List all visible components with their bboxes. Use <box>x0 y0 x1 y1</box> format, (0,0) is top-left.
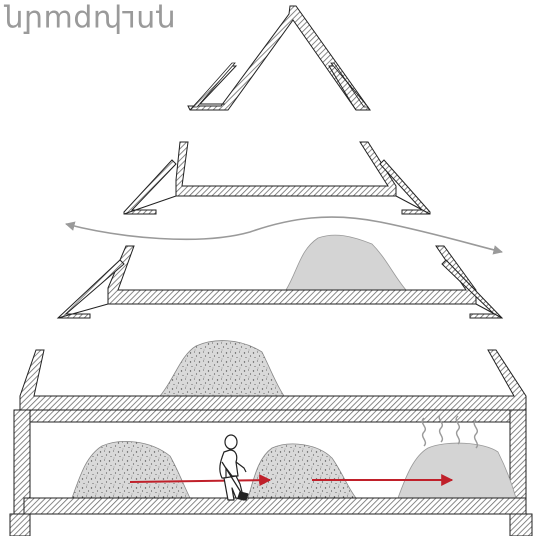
germination-floor <box>10 410 532 536</box>
grain-pile-left <box>72 441 190 498</box>
upper-floor <box>124 142 430 214</box>
malt-pile-right <box>398 443 516 498</box>
grain-pile-turned <box>286 235 406 290</box>
person-shoveling-icon <box>220 435 248 500</box>
lower-floor <box>20 341 526 412</box>
middle-floor <box>58 235 502 318</box>
grain-pile-center <box>248 444 356 498</box>
grain-pile-speckled <box>160 341 284 396</box>
roof-peak <box>188 6 370 110</box>
